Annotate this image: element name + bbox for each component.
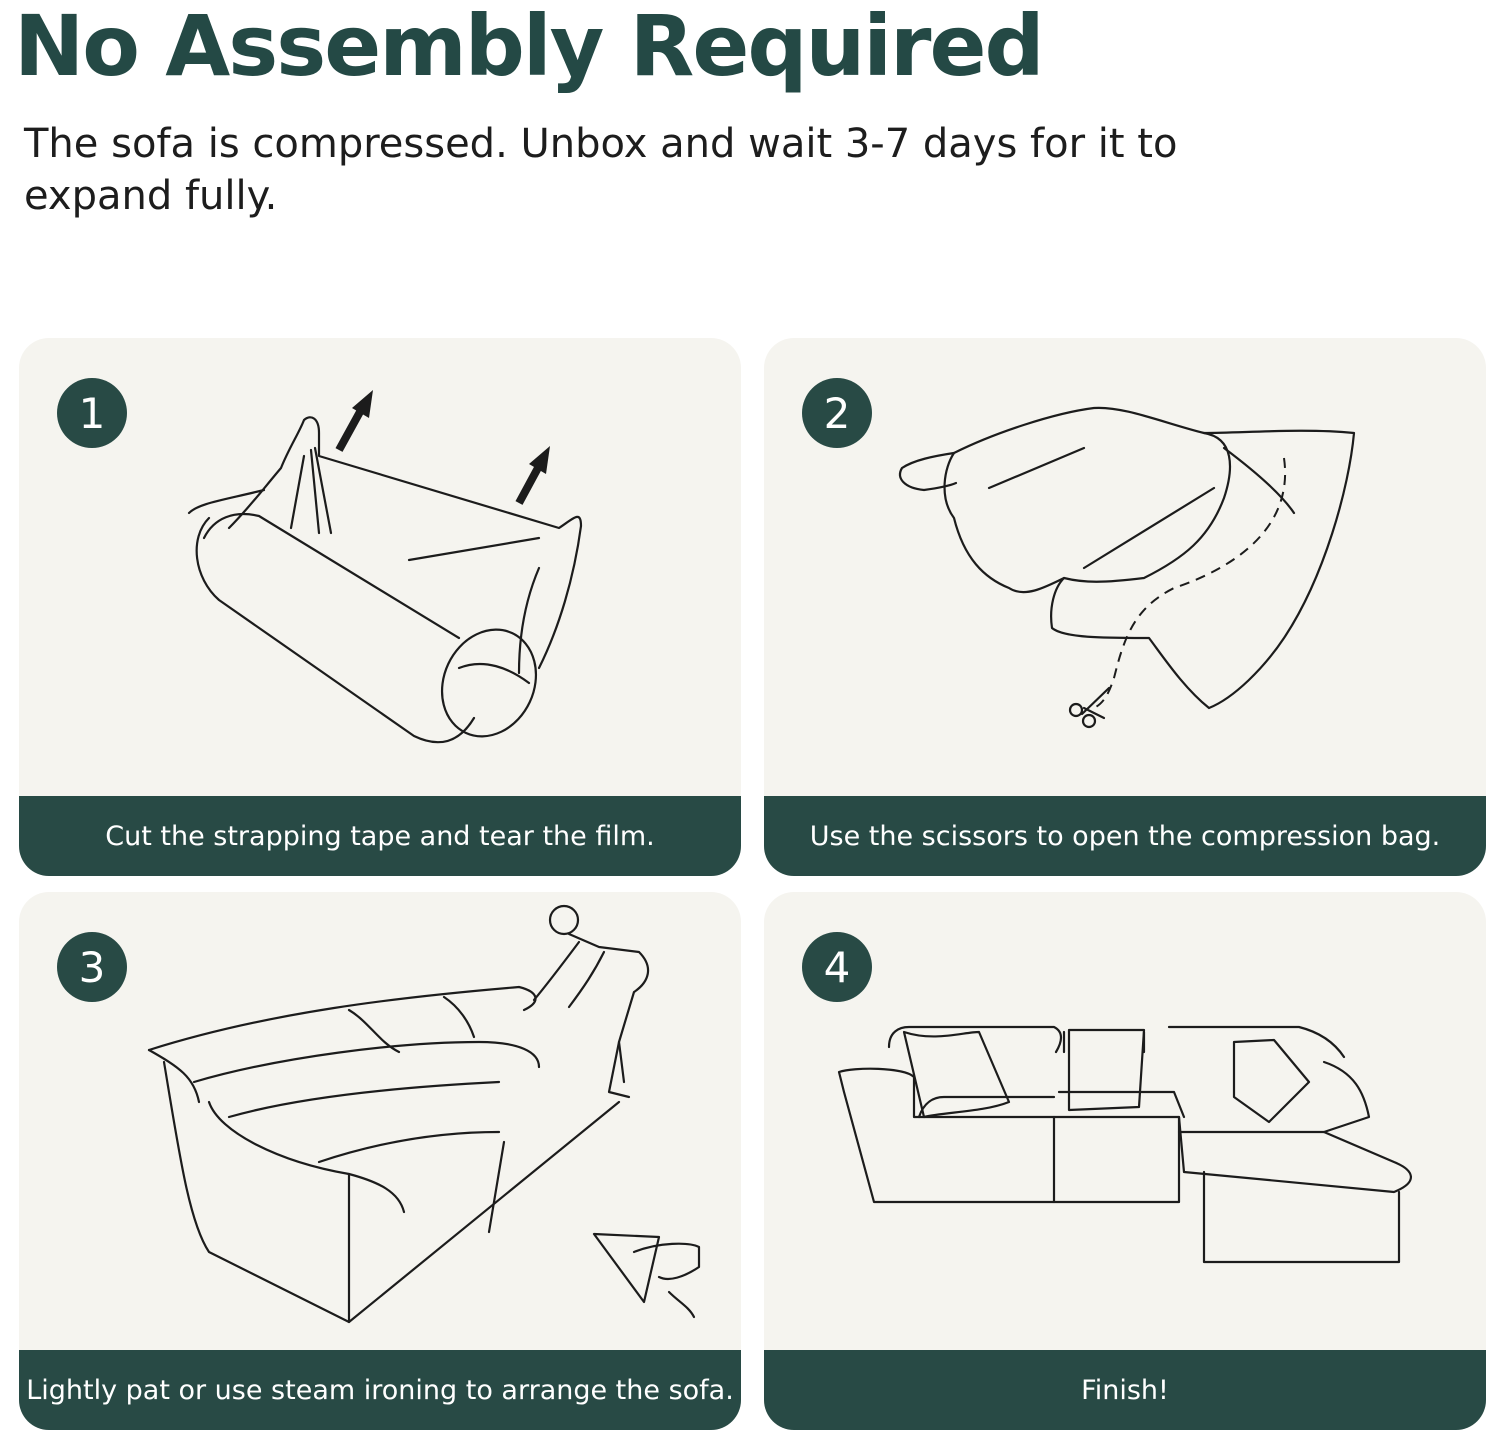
sectional-sofa-icon	[837, 1025, 1412, 1264]
step-card-3: 3 Lightly pat or use steam ironing to ar…	[19, 892, 741, 1430]
compression-bag-scissors-icon	[898, 406, 1356, 729]
person-patting-sofa-icon	[147, 904, 701, 1324]
step-card-1: 1 Cut the strapping tape and tear the fi…	[19, 338, 741, 876]
page-subtitle: The sofa is compressed. Unbox and wait 3…	[24, 121, 1178, 219]
page-title: No Assembly Required	[14, 0, 1045, 95]
step-card-2: 2 Use the scissors to open the compressi…	[764, 338, 1486, 876]
step-caption: Lightly pat or use steam ironing to arra…	[19, 1350, 741, 1430]
rolled-sofa-icon	[187, 390, 583, 744]
step-card-4: 4 Finish!	[764, 892, 1486, 1430]
step-caption: Use the scissors to open the compression…	[764, 796, 1486, 876]
step-number-badge: 2	[802, 378, 872, 448]
step-number-badge: 3	[57, 932, 127, 1002]
step-caption: Finish!	[764, 1350, 1486, 1430]
step-caption: Cut the strapping tape and tear the film…	[19, 796, 741, 876]
step-number-badge: 1	[57, 378, 127, 448]
step-number-badge: 4	[802, 932, 872, 1002]
